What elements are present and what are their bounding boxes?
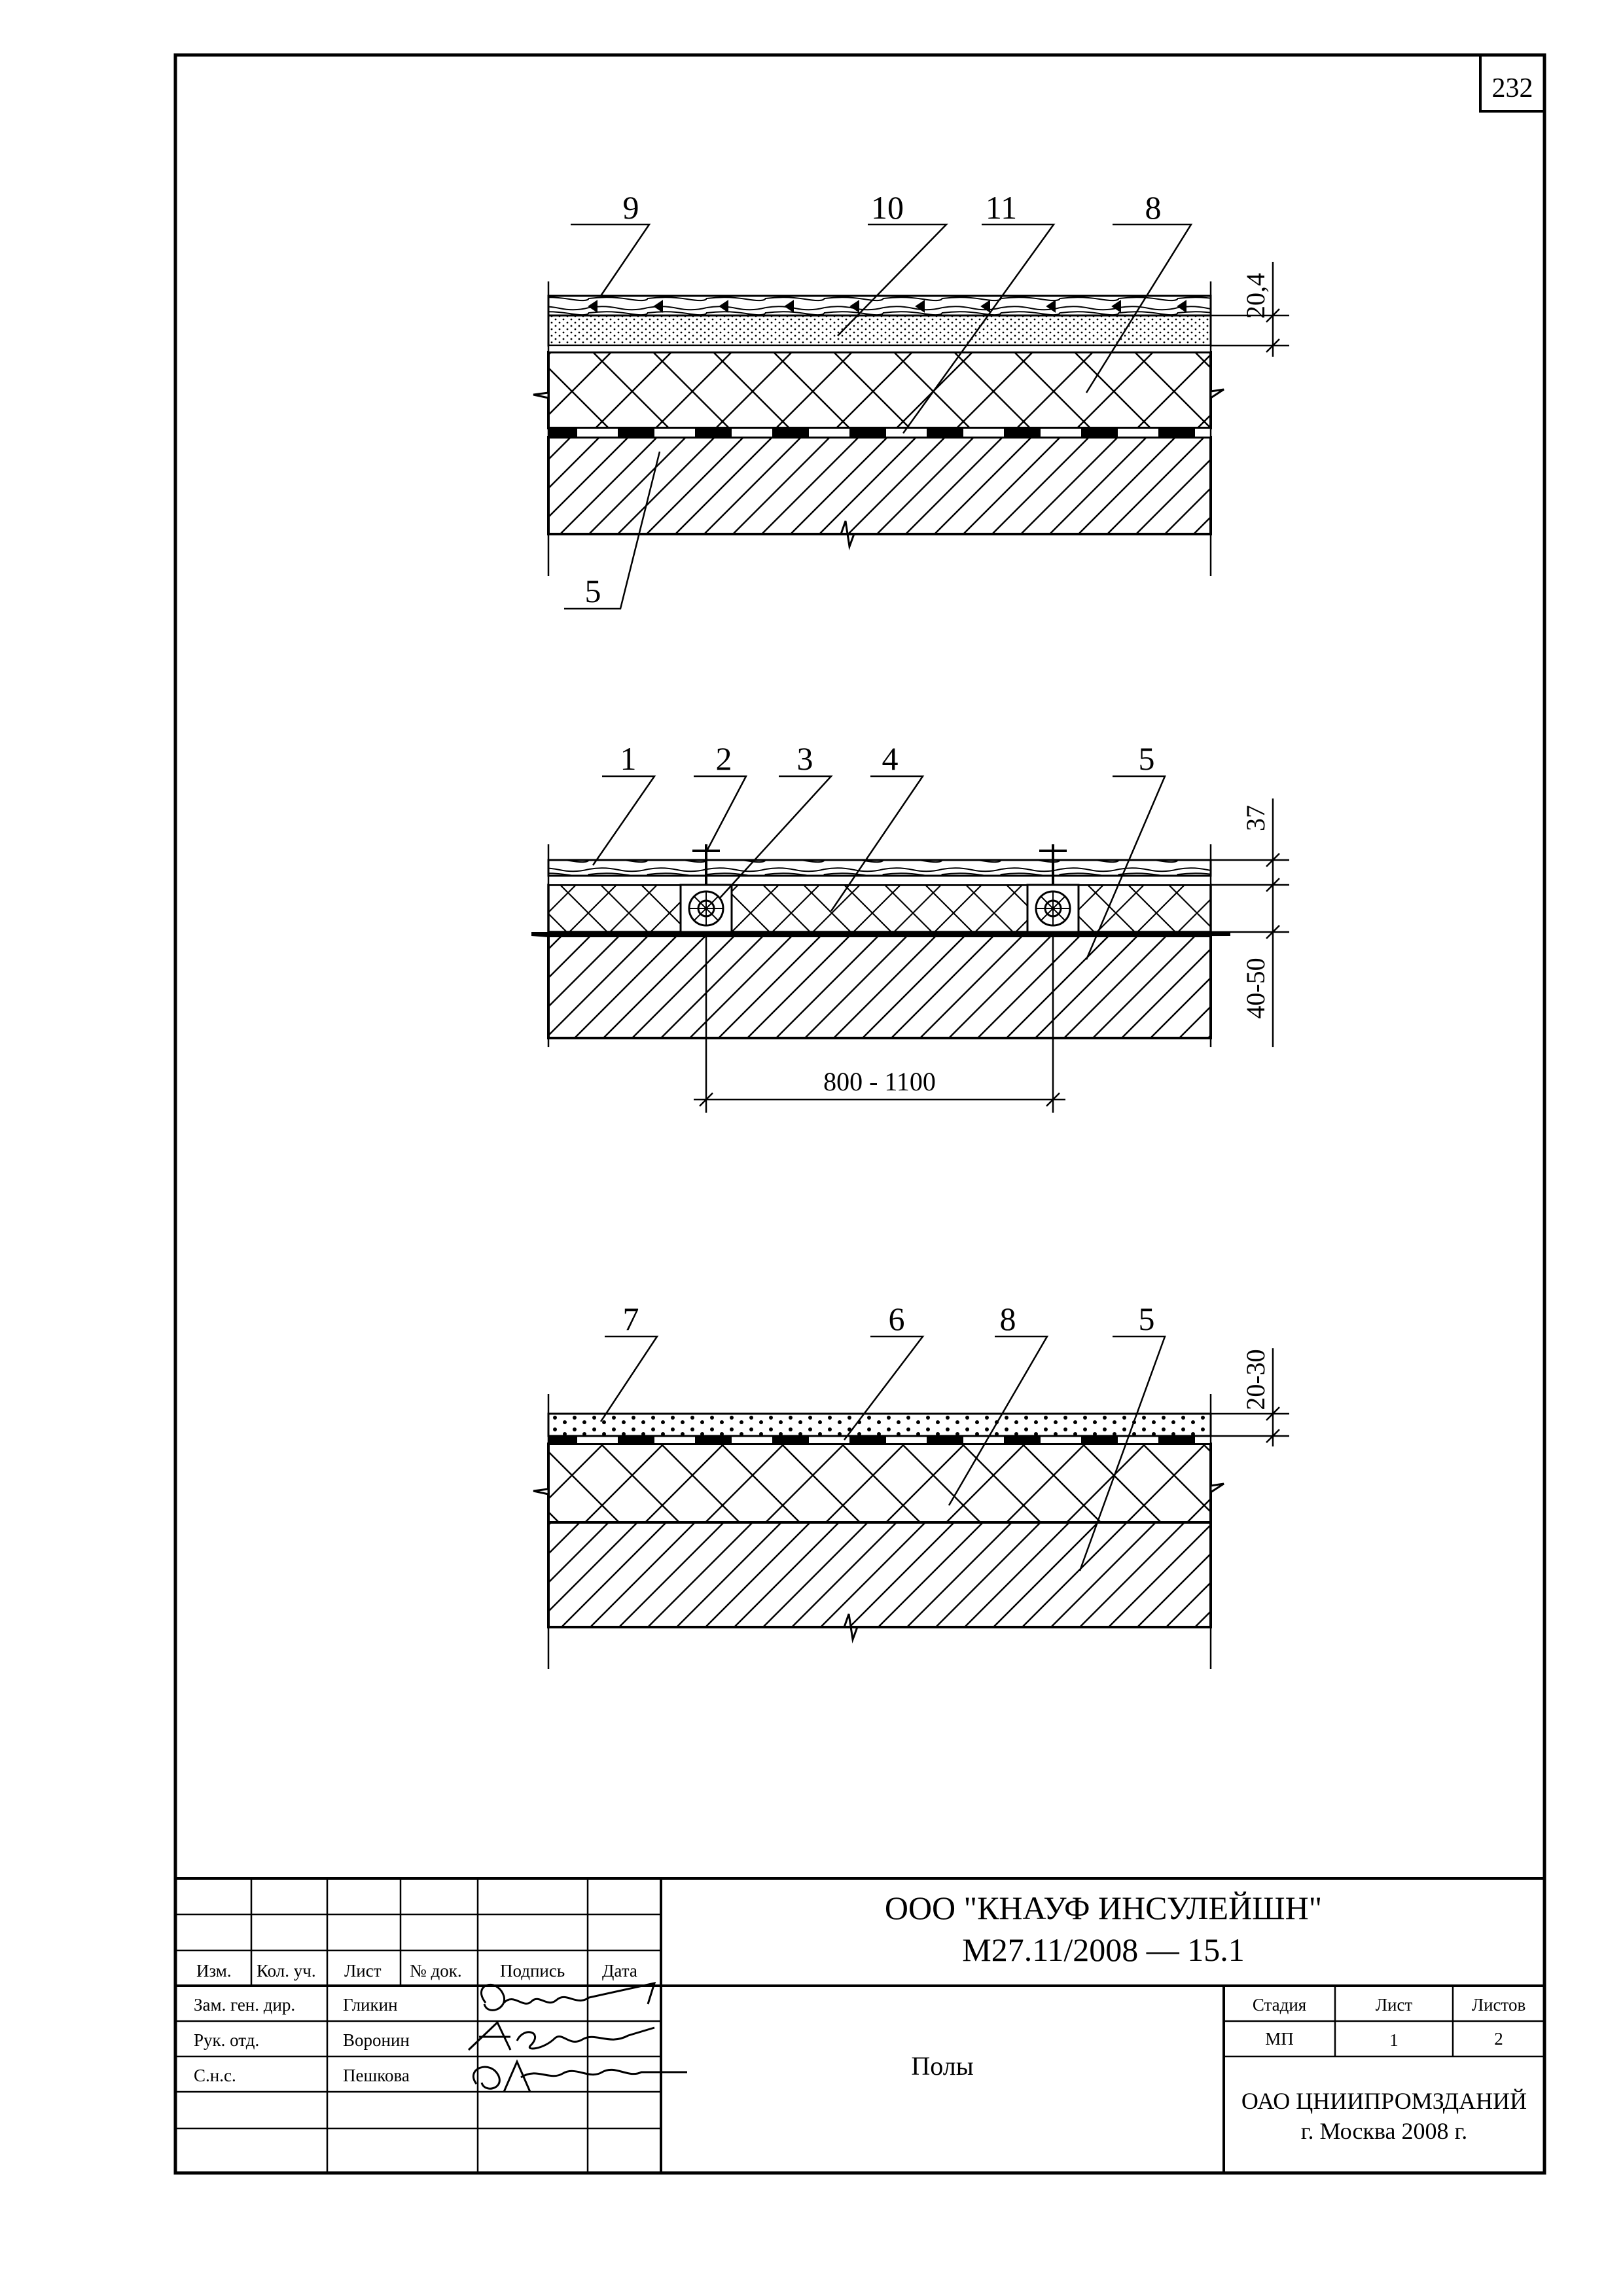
sheets-value: 2 (1494, 2029, 1503, 2049)
header-stage: Стадия (1253, 1995, 1306, 2015)
dimension-37: 37 (1241, 805, 1270, 831)
dimension-40-50: 40-50 (1241, 958, 1270, 1018)
header-date: Дата (602, 1961, 637, 1981)
city-year: г. Москва 2008 г. (1301, 2118, 1467, 2144)
role-deputy-director: Зам. ген. дир. (194, 1995, 295, 2015)
header-list: Лист (344, 1961, 382, 1981)
name-glikin: Гликин (343, 1995, 398, 2015)
header-sheet: Лист (1376, 1995, 1413, 2015)
callout-2: 2 (716, 740, 732, 777)
role-department-head: Рук. отд. (194, 2030, 259, 2050)
dimension-800-1100: 800 - 1100 (823, 1067, 936, 1096)
name-peshkova: Пешкова (343, 2066, 410, 2085)
callout-5b: 5 (1139, 740, 1155, 777)
callout-8b: 8 (1000, 1300, 1016, 1337)
stage-value: МП (1265, 2029, 1294, 2049)
signature-glikin (480, 1981, 656, 2011)
institute-name: ОАО ЦНИИПРОМЗДАНИЙ (1241, 2088, 1527, 2114)
signature-peshkova (472, 2059, 687, 2092)
header-doc-number: № док. (410, 1961, 462, 1981)
parquet-layer (547, 295, 1212, 317)
signature-voronin (467, 2020, 655, 2051)
callout-7: 7 (623, 1300, 639, 1337)
callout-11: 11 (986, 189, 1017, 226)
concrete-base (547, 935, 1212, 1039)
document-code: М27.11/2008 — 15.1 (962, 1931, 1245, 1968)
detail-3: 7 6 8 5 20-30 (533, 1300, 1289, 1669)
finish-floor (547, 859, 1212, 877)
header-kol-uch: Кол. уч. (257, 1961, 316, 1981)
joist-1 (679, 844, 733, 933)
sheet-value: 1 (1389, 2030, 1399, 2050)
organization-name: ООО "КНАУФ ИНСУЛЕЙШН" (885, 1890, 1322, 1926)
header-izm: Изм. (196, 1961, 232, 1981)
callout-9: 9 (623, 189, 639, 226)
subfloor-board (548, 875, 1211, 886)
dimension-20-4: 20,4 (1241, 273, 1270, 319)
callout-1: 1 (620, 740, 637, 777)
callout-5: 5 (585, 573, 601, 609)
header-sheets: Листов (1472, 1995, 1525, 2015)
joist-2 (1026, 844, 1080, 933)
sheet-frame (173, 53, 1546, 2175)
callout-5c: 5 (1139, 1300, 1155, 1337)
insulation-board (547, 351, 1212, 429)
callout-10: 10 (871, 189, 904, 226)
concrete-slab (547, 1521, 1212, 1628)
concrete-slab (547, 436, 1212, 535)
role-senior-researcher: С.н.с. (194, 2066, 236, 2085)
page-number: 232 (1492, 73, 1533, 103)
callout-4: 4 (882, 740, 899, 777)
detail-2: 1 2 3 4 5 37 40-50 800 - 1100 (531, 740, 1289, 1113)
callout-6: 6 (889, 1300, 905, 1337)
name-voronin: Воронин (343, 2030, 410, 2050)
header-signature: Подпись (500, 1961, 565, 1981)
title-block: Изм. Кол. уч. Лист № док. Подпись Дата З… (175, 1877, 1544, 2173)
callout-8: 8 (1145, 189, 1162, 226)
callout-3: 3 (797, 740, 813, 777)
sheet-title: Полы (911, 2051, 973, 2081)
dimension-20-30: 20-30 (1241, 1349, 1270, 1410)
screed (547, 1412, 1212, 1437)
fine-screed (547, 314, 1212, 347)
detail-1: 9 10 11 8 5 20,4 (533, 189, 1289, 610)
insulation-between-joists (547, 884, 1212, 933)
